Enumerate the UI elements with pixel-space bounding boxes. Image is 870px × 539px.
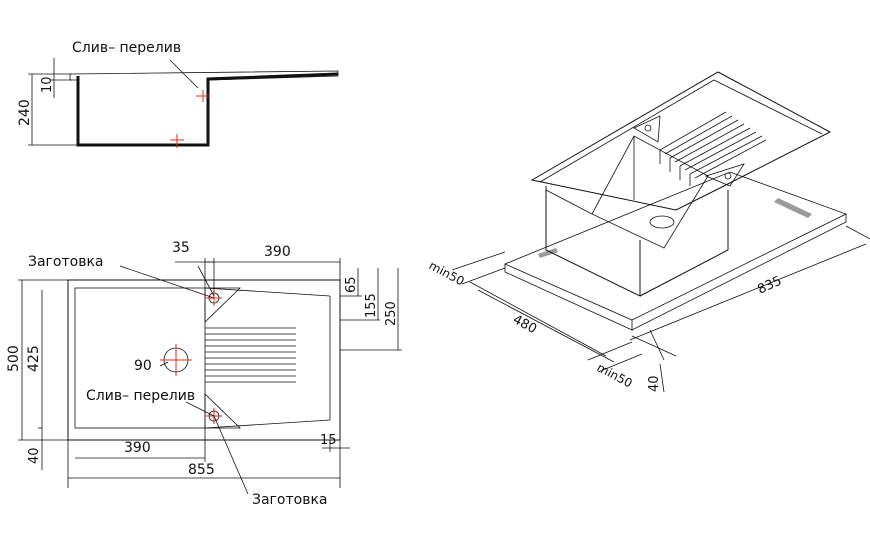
side-section-view: Слив– перелив 10 240 — [17, 40, 339, 148]
iso-dim-min50-left: min50 — [427, 258, 467, 288]
dim-35: 35 — [172, 240, 190, 256]
dim-40: 40 — [27, 447, 42, 464]
iso-dim-480: 480 — [510, 312, 539, 337]
dim-155: 155 — [364, 293, 379, 318]
dim-90: 90 — [134, 358, 152, 374]
iso-ribs — [659, 111, 767, 186]
dim-500: 500 — [6, 345, 22, 372]
blank-label-bottom: Заготовка — [252, 492, 327, 508]
drainboard-ribs — [205, 327, 296, 383]
drain-label: Слив– перелив — [86, 388, 195, 404]
top-plan-view: Заготовка 35 390 65 155 250 500 425 90 С… — [6, 240, 402, 508]
dim-425: 425 — [26, 345, 42, 372]
dim-240: 240 — [17, 99, 33, 126]
dim-250: 250 — [384, 301, 399, 326]
overflow-label-side: Слив– перелив — [72, 40, 181, 56]
dim-10: 10 — [40, 76, 55, 93]
dim-65: 65 — [344, 276, 359, 293]
dim-390-bottom: 390 — [124, 440, 151, 456]
blank-label-top: Заготовка — [28, 254, 103, 270]
iso-dim-40: 40 — [647, 375, 662, 392]
dim-390-top: 390 — [264, 244, 291, 260]
iso-dim-835: 835 — [755, 274, 784, 298]
isometric-view: min50 480 835 min50 40 — [427, 71, 870, 393]
dim-855: 855 — [188, 462, 215, 478]
dim-15: 15 — [320, 433, 337, 448]
